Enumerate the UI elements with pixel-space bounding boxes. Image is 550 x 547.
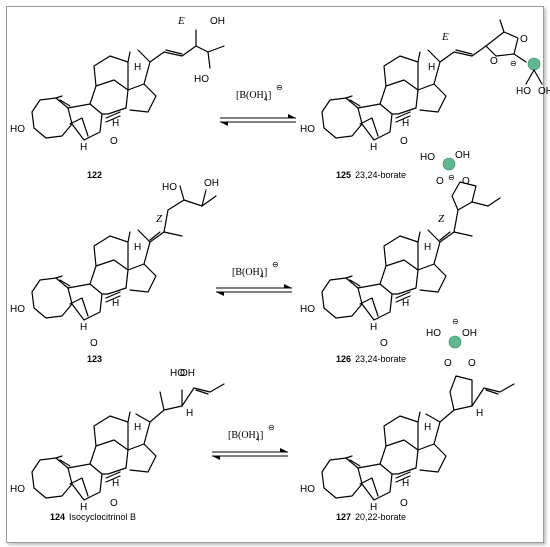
h-label: H xyxy=(370,142,377,153)
ho-label: HO xyxy=(300,484,315,495)
o-label: O xyxy=(90,338,98,349)
h-label: H xyxy=(80,142,87,153)
o-label: O xyxy=(110,498,118,509)
borate-126: HO OH O O ⊖ xyxy=(420,150,470,187)
oh-label: OH xyxy=(455,150,470,161)
h-label: H xyxy=(402,298,409,309)
structure-127: H H H HO H O xyxy=(300,375,515,513)
compound-number: 127 xyxy=(336,512,351,522)
figure-frame xyxy=(6,6,544,543)
equilibrium-arrow-1: [B(OH) 4 ] ⊖ xyxy=(220,83,296,126)
oh-label: OH xyxy=(462,328,477,339)
ho-label: HO xyxy=(300,124,315,135)
h-label: H xyxy=(112,298,119,309)
compound-number: 126 xyxy=(336,354,351,364)
h-label: H xyxy=(476,408,483,419)
geometry-e-122: E xyxy=(177,15,185,27)
h-label: H xyxy=(112,478,119,489)
structure-123: Z HO OH H H HO H O xyxy=(10,178,219,349)
equilibrium-arrow-3: [B(OH) 4 ] ⊖ xyxy=(212,423,288,460)
ho-label: HO xyxy=(10,484,25,495)
compound-name: 23,24-borate xyxy=(355,354,406,364)
reagent-charge: ⊖ xyxy=(276,83,283,92)
h-label: H xyxy=(186,408,193,419)
h-label: H xyxy=(370,322,377,333)
oh-label: OH xyxy=(538,86,550,97)
reagent-close: ] xyxy=(260,430,263,441)
equilibrium-arrow-2: [B(OH) 4 ] ⊖ xyxy=(216,260,292,296)
compound-number: 122 xyxy=(87,170,102,180)
h-label: H xyxy=(134,242,141,253)
geometry-z: Z xyxy=(156,213,163,225)
reagent-sub: 4 xyxy=(256,435,260,443)
h-label: H xyxy=(134,422,141,433)
o-label: O xyxy=(462,176,470,187)
h-label: H xyxy=(402,478,409,489)
o-label: O xyxy=(436,176,444,187)
reagent-text: [B(OH) xyxy=(236,90,267,101)
o-label: O xyxy=(468,358,476,369)
reagent-sub: 4 xyxy=(264,95,268,103)
reagent-close: ] xyxy=(268,90,271,101)
ho-label: HO xyxy=(300,304,315,315)
ho-label: HO xyxy=(420,152,435,163)
compound-number: 123 xyxy=(87,354,102,364)
h-label: H xyxy=(80,502,87,513)
compound-name: Isocyclocitrinol B xyxy=(69,512,136,522)
h-label: H xyxy=(80,322,87,333)
oh-label: OH xyxy=(204,178,219,189)
borate-127: HO OH O O ⊖ xyxy=(426,317,477,369)
reagent-charge: ⊖ xyxy=(268,423,275,432)
borate-charge: ⊖ xyxy=(510,59,517,68)
compound-name: 23,24-borate xyxy=(355,170,406,180)
geometry-e-125: E xyxy=(441,31,449,43)
ho-label: HO xyxy=(10,124,25,135)
boron-atom xyxy=(448,335,462,349)
ho-label: HO xyxy=(194,74,209,85)
o-label: O xyxy=(400,498,408,509)
h-label: H xyxy=(134,62,141,73)
h-label: H xyxy=(424,422,431,433)
h-label: H xyxy=(402,118,409,129)
compound-number: 125 xyxy=(336,170,351,180)
structure-126: Z H H HO H O xyxy=(300,181,501,349)
compound-name: 20,22-borate xyxy=(355,512,406,522)
o-label: O xyxy=(444,358,452,369)
reagent-text: [B(OH) xyxy=(228,430,259,441)
oh-label: OH xyxy=(210,16,225,27)
reagent-close: ] xyxy=(264,267,267,278)
ho-label: HO xyxy=(162,182,177,193)
o-label: O xyxy=(110,136,118,147)
borate-charge: ⊖ xyxy=(448,173,455,182)
h-label: H xyxy=(428,62,435,73)
o-label: O xyxy=(490,56,498,67)
h-label: H xyxy=(112,118,119,129)
h-label: H xyxy=(424,242,431,253)
o-label: O xyxy=(400,136,408,147)
h-label: H xyxy=(370,502,377,513)
o-label: O xyxy=(380,338,388,349)
oh-label: OH xyxy=(180,368,195,379)
structure-125: E H H HO H O O O ⊖ HO OH xyxy=(300,19,550,153)
reagent-text: [B(OH) xyxy=(232,267,263,278)
ho-label: HO xyxy=(10,304,25,315)
reagent-charge: ⊖ xyxy=(272,260,279,269)
boron-atom xyxy=(527,57,541,71)
compound-number: 124 xyxy=(50,512,65,522)
reagent-sub: 4 xyxy=(260,272,264,280)
ho-label: HO xyxy=(170,368,185,379)
boron-atom xyxy=(442,157,456,171)
ho-label: HO xyxy=(426,328,441,339)
o-label: O xyxy=(520,34,528,45)
geometry-z: Z xyxy=(438,213,445,225)
ho-label: HO xyxy=(516,86,531,97)
structure-122: E OH HO H H HO H O xyxy=(10,15,225,153)
structure-124: HO OH H H H HO H O xyxy=(10,368,225,513)
borate-charge: ⊖ xyxy=(452,317,459,326)
